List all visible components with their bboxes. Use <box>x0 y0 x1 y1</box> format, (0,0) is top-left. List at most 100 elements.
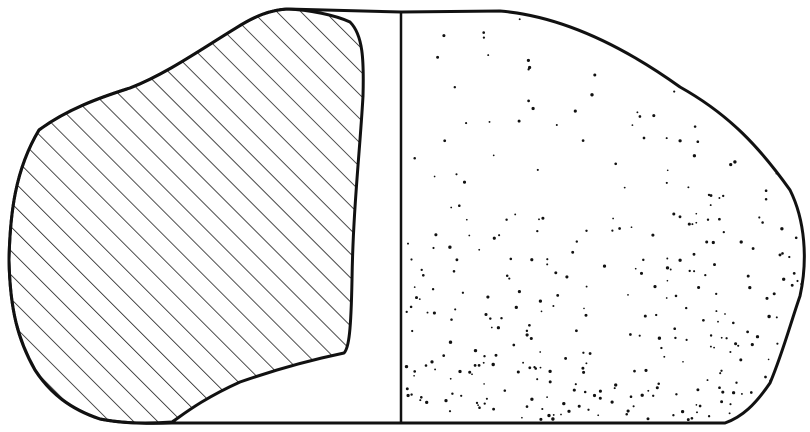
stipple-dot <box>539 351 541 353</box>
stipple-dot <box>667 169 669 171</box>
stipple-dot <box>791 284 794 287</box>
stipple-dot <box>410 306 413 309</box>
stipple-dot <box>627 409 630 412</box>
stipple-dot <box>707 219 709 221</box>
stipple-dot <box>764 92 766 94</box>
stipple-dot <box>732 391 735 394</box>
stipple-dot <box>688 223 691 226</box>
stipple-dot <box>721 391 724 394</box>
stipple-dot <box>451 392 453 394</box>
stipple-dot <box>721 337 723 339</box>
stipple-dot <box>687 186 689 188</box>
stipple-dot <box>624 187 626 189</box>
stipple-dot <box>740 240 743 243</box>
stipple-dot <box>527 100 530 103</box>
stipple-dot <box>768 145 771 148</box>
stipple-dot <box>564 357 567 360</box>
stipple-dot <box>517 371 520 374</box>
stipple-dot <box>434 176 436 178</box>
stipple-dot <box>720 400 723 403</box>
stipple-dot <box>758 216 760 218</box>
stipple-dot <box>504 389 507 392</box>
stipple-dot <box>652 114 655 117</box>
stipple-dot <box>550 16 552 18</box>
stipple-dot <box>647 390 649 392</box>
stipple-dot <box>723 231 725 233</box>
stipple-dot <box>713 263 716 266</box>
stipple-dot <box>696 140 699 143</box>
stipple-dot <box>526 334 528 336</box>
stipple-dot <box>468 235 470 237</box>
stipple-dot <box>597 414 599 416</box>
stipple-dot <box>514 213 516 215</box>
stipple-dot <box>552 305 554 307</box>
stipple-dot <box>795 378 798 381</box>
stipple-dot <box>629 333 632 336</box>
stipple-dot <box>663 356 665 358</box>
stipple-dot <box>522 362 524 364</box>
stipple-dot <box>576 240 578 242</box>
stipple-dot <box>582 352 584 354</box>
stipple-dot <box>715 310 717 312</box>
stipple-dot <box>443 139 446 142</box>
stipple-dot <box>532 107 535 110</box>
stipple-dot <box>781 101 784 104</box>
stipple-dot <box>583 26 586 29</box>
stipple-dot <box>631 226 633 228</box>
stipple-dot <box>802 367 805 370</box>
stipple-dot <box>735 382 737 384</box>
stipple-dot <box>642 259 644 261</box>
stipple-dot <box>704 274 706 276</box>
stipple-dot <box>722 195 724 197</box>
stipple-dot <box>442 354 445 357</box>
stipple-dot <box>796 280 798 282</box>
stipple-dot <box>585 362 587 364</box>
stipple-dot <box>585 314 588 317</box>
stipple-dot <box>721 34 723 36</box>
stipple-dot <box>672 414 674 416</box>
stipple-dot <box>515 306 518 309</box>
stipple-dot <box>425 401 428 404</box>
stipple-dot <box>586 286 588 288</box>
stipple-dot <box>448 246 451 249</box>
stipple-dot <box>508 278 510 280</box>
stipple-dot <box>748 286 751 289</box>
stipple-dot <box>510 258 513 261</box>
stipple-dot <box>574 110 577 113</box>
stipple-dot <box>640 272 643 275</box>
stipple-dot <box>769 128 772 131</box>
stipple-dot <box>546 263 548 265</box>
stipple-dot <box>693 253 696 256</box>
stipple-dot <box>708 40 711 43</box>
stipple-dot <box>652 395 654 397</box>
stipple-dot <box>492 363 495 366</box>
stipple-dot <box>787 412 790 415</box>
stipple-dot <box>666 266 669 269</box>
stipple-dot <box>778 374 781 377</box>
stipple-dot <box>611 230 613 232</box>
stipple-dot <box>483 362 485 364</box>
stipple-dot <box>741 393 743 395</box>
stipple-dot <box>422 274 425 277</box>
stipple-dot <box>799 53 801 55</box>
stipple-dot <box>773 292 776 295</box>
stipple-dot <box>729 351 731 353</box>
stipple-dot <box>729 163 732 166</box>
stipple-dot <box>538 218 540 220</box>
stipple-dot <box>450 318 453 321</box>
stipple-dot <box>672 213 675 216</box>
stipple-dot <box>782 278 785 281</box>
stipple-dot <box>413 375 415 377</box>
stipple-dot <box>765 297 768 300</box>
stipple-dot <box>491 327 493 329</box>
stipple-dot <box>759 92 761 94</box>
stipple-dot <box>405 365 408 368</box>
stipple-dot <box>614 383 617 386</box>
stipple-dot <box>724 19 727 22</box>
stipple-dot <box>425 364 428 367</box>
stipple-dot <box>675 295 678 298</box>
stipple-dot <box>773 155 775 157</box>
stipple-dot <box>765 198 768 201</box>
stipple-dot <box>761 221 764 224</box>
